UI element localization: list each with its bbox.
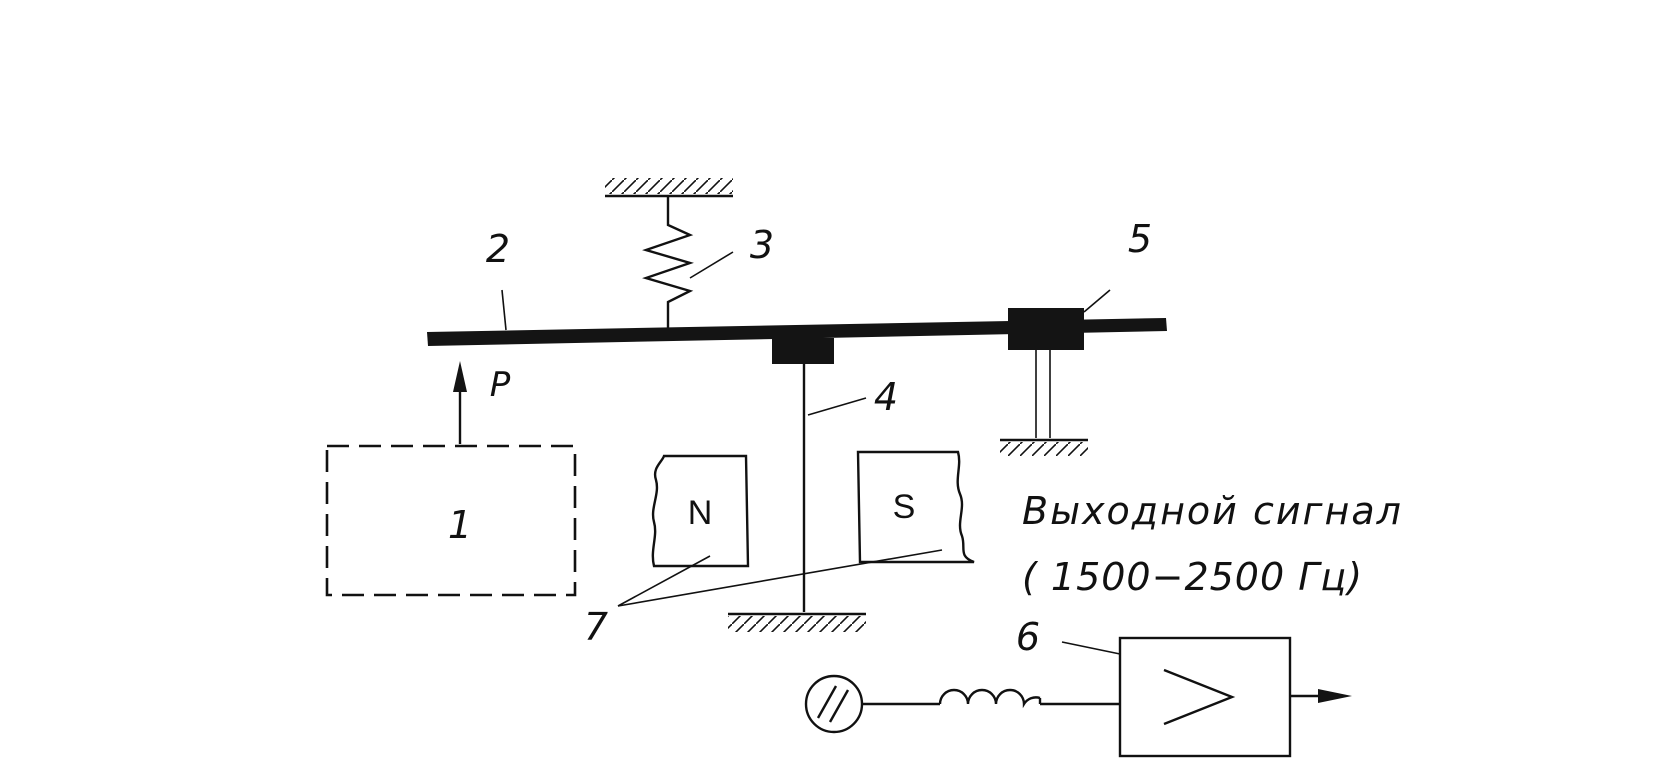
label-7: 7 <box>584 605 608 649</box>
label-5: 5 <box>1128 217 1152 261</box>
label-1: 1 <box>448 503 472 547</box>
output-arrow-icon <box>1318 689 1352 703</box>
output-signal-title: Выходной сигнал <box>1022 489 1403 533</box>
label-2: 2 <box>486 227 510 271</box>
magnet-n-label: N <box>688 494 713 532</box>
beam-2 <box>427 318 1167 346</box>
signal-chain <box>804 674 1120 734</box>
magnet-s-label: S <box>893 488 916 526</box>
label-3: 3 <box>750 223 774 267</box>
magnet-south <box>856 450 975 564</box>
top-ground <box>605 178 733 198</box>
block-1 <box>325 444 577 597</box>
label-6: 6 <box>1016 615 1040 659</box>
output-signal-range: ( 1500−2500 Гц) <box>1022 555 1363 599</box>
force-arrow <box>453 361 467 444</box>
label-p: P <box>490 365 511 405</box>
bottom-ground <box>728 612 866 632</box>
amplifier-6 <box>1118 636 1352 758</box>
pivot-5 <box>1000 308 1088 456</box>
string-clamp <box>772 338 834 364</box>
leader-lines <box>501 251 1121 655</box>
label-4: 4 <box>874 375 898 419</box>
spring-3 <box>642 196 694 328</box>
magnet-north <box>651 454 750 568</box>
